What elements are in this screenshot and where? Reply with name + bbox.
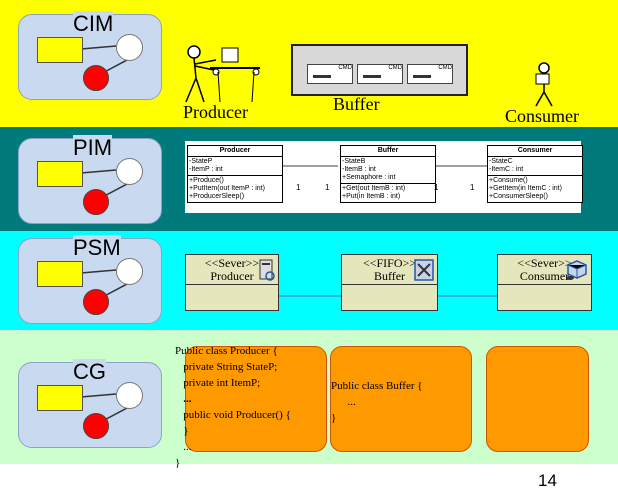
packet: CMD bbox=[357, 64, 403, 84]
cim-badge: CIM bbox=[18, 11, 162, 100]
psm-badge: PSM bbox=[18, 235, 162, 324]
consumer-label: Consumer bbox=[505, 106, 579, 126]
cg-badge: CG bbox=[18, 359, 162, 448]
component-buffer: <<FIFO>>Buffer bbox=[341, 254, 438, 311]
consumer-figure-icon bbox=[535, 62, 553, 107]
packet: CMD bbox=[307, 64, 353, 84]
cim-label: CIM bbox=[73, 11, 114, 37]
class-buffer: Buffer -StateB-ItemB : int+Semaphore : i… bbox=[340, 145, 436, 203]
psm-label: PSM bbox=[73, 235, 121, 261]
packet: CMD bbox=[407, 64, 453, 84]
buffer-box: CMD CMD CMD bbox=[291, 44, 468, 96]
cg-label: CG bbox=[73, 359, 106, 385]
class-producer: Producer -StateP-ItemP : int +Produce()+… bbox=[187, 145, 283, 203]
producer-label: Producer bbox=[183, 102, 248, 122]
yellow-box bbox=[37, 385, 83, 411]
pim-badge: PIM bbox=[18, 135, 162, 224]
multiplicity: 1 bbox=[296, 183, 301, 192]
producer-code: Public class Producer { private String S… bbox=[175, 345, 291, 469]
class-name: Consumer bbox=[488, 146, 582, 157]
page-number: 14 bbox=[538, 471, 557, 490]
class-name: Producer bbox=[188, 146, 282, 157]
psm-connectors bbox=[278, 295, 497, 297]
producer-figure-icon bbox=[185, 45, 260, 103]
white-circle bbox=[116, 158, 143, 185]
association-lines bbox=[279, 165, 488, 167]
multiplicity: 1 bbox=[434, 183, 439, 192]
red-circle bbox=[83, 189, 109, 215]
component-producer: <<Sever>>Producer bbox=[185, 254, 279, 311]
code-block-consumer bbox=[486, 346, 589, 452]
yellow-box bbox=[37, 261, 83, 287]
yellow-box bbox=[37, 37, 83, 63]
white-circle bbox=[116, 258, 143, 285]
multiplicity: 1 bbox=[470, 183, 475, 192]
red-circle bbox=[83, 65, 109, 91]
class-consumer: Consumer -StateC-ItemC : int +Consume()+… bbox=[487, 145, 583, 203]
yellow-box bbox=[37, 161, 83, 187]
cube-icon bbox=[566, 260, 587, 280]
code-block-producer bbox=[185, 346, 327, 452]
red-circle bbox=[83, 289, 109, 315]
buffer-code: Public class Buffer { ...} bbox=[331, 380, 423, 424]
code-block-buffer bbox=[330, 346, 472, 452]
server-icon bbox=[259, 259, 275, 281]
red-circle bbox=[83, 413, 109, 439]
multiplicity: 1 bbox=[325, 183, 330, 192]
buffer-label: Buffer bbox=[333, 94, 380, 114]
white-circle bbox=[116, 34, 143, 61]
pim-label: PIM bbox=[73, 135, 113, 161]
class-name: Buffer bbox=[341, 146, 435, 157]
fifo-queue-icon bbox=[414, 259, 434, 281]
component-consumer: <<Sever>>Consumer bbox=[497, 254, 592, 311]
white-circle bbox=[116, 382, 143, 409]
